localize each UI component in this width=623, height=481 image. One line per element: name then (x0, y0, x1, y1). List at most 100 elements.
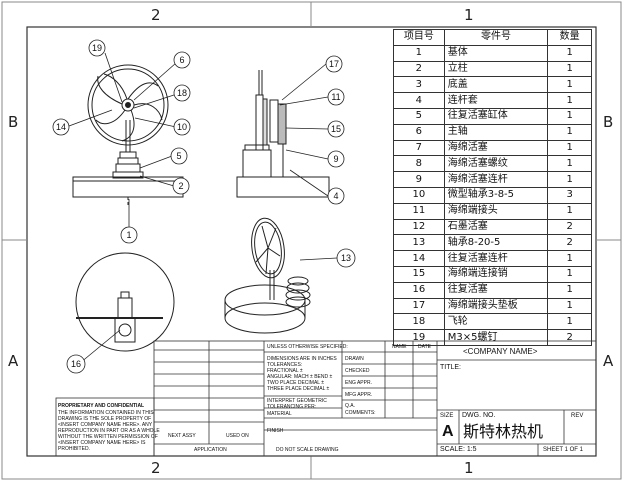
bom-item-no: 18 (393, 313, 445, 331)
balloon-19: 19 (92, 43, 102, 53)
bom-part-name: 底盖 (443, 76, 549, 94)
bom-part-name: 海绵端连接销 (443, 265, 549, 283)
bottom-view (75, 252, 175, 352)
bom-qty: 1 (547, 76, 592, 94)
bom-part-name: 飞轮 (443, 313, 549, 331)
checked-label: CHECKED (345, 368, 370, 374)
size-label: SIZE (440, 413, 454, 419)
bom-part-name: 往复活塞 (443, 281, 549, 299)
bom-qty: 1 (547, 123, 592, 141)
proprietary-line: PROHIBITED. (58, 446, 90, 452)
proprietary-line: DRAWING IS THE SOLE PROPERTY OF (58, 416, 152, 422)
sheet-number: SHEET 1 OF 1 (543, 447, 583, 453)
interpret-geometric: INTERPRET GEOMETRIC (267, 398, 327, 404)
bom-part-name: 立柱 (443, 60, 549, 78)
bom-item-no: 13 (393, 234, 445, 252)
bom-item-no: 5 (393, 107, 445, 125)
bom-item-no: 14 (393, 250, 445, 267)
bom-item-no: 16 (393, 281, 445, 299)
leader-lines (68, 52, 338, 364)
balloon-10: 10 (177, 122, 187, 132)
bom-part-name: 基体 (443, 44, 549, 62)
proprietary-title: PROPRIETARY AND CONFIDENTIAL (58, 403, 145, 409)
bom-part-name: 海绵端接头 (443, 202, 549, 220)
bom-part-name: M3×5螺钉 (443, 329, 549, 346)
balloon-labels: 19 6 18 10 14 5 2 1 17 11 15 9 4 13 16 (56, 43, 351, 369)
title-label: TITLE: (440, 364, 462, 371)
bom-header-qty: 数量 (547, 29, 592, 46)
bom-item-no: 8 (393, 155, 445, 173)
bom-part-name: 海绵活塞螺纹 (443, 155, 549, 173)
bom-qty: 1 (547, 202, 592, 220)
balloon-4: 4 (333, 191, 338, 201)
zone-right-lower: A (603, 352, 614, 370)
do-not-scale-label: DO NOT SCALE DRAWING (276, 447, 339, 453)
finish-label: FINISH (267, 428, 284, 434)
date-label: DATE (418, 344, 431, 350)
bom-item-no: 6 (393, 123, 445, 141)
bom-part-name: 微型轴承3-8-5 (443, 186, 549, 204)
bom-item-no: 15 (393, 265, 445, 283)
fractional-tolerance: FRACTIONAL ± (267, 368, 303, 374)
bom-part-name: 主轴 (443, 123, 549, 141)
bom-qty: 3 (547, 186, 592, 204)
bom-qty: 2 (547, 234, 592, 252)
bom-qty: 1 (547, 171, 592, 188)
sheet-size: A (442, 423, 454, 440)
balloon-15: 15 (331, 124, 341, 134)
dimensions-note: DIMENSIONS ARE IN INCHES (267, 356, 337, 362)
bom-item-no: 19 (393, 329, 445, 346)
balloons (52, 39, 356, 374)
comments-label: COMMENTS: (345, 410, 376, 416)
balloon-17: 17 (329, 59, 339, 69)
proprietary-line: REPRODUCTION IN PART OR AS A WHOLE (58, 428, 160, 434)
balloon-5: 5 (176, 151, 181, 161)
bom-item-no: 1 (393, 44, 445, 62)
bom-part-name: 海绵活塞 (443, 139, 549, 157)
balloon-11: 11 (331, 92, 340, 102)
bom-qty: 2 (547, 329, 592, 346)
zone-bottom-left: 2 (151, 459, 161, 477)
bom-qty: 1 (547, 313, 592, 331)
proprietary-line: WITHOUT THE WRITTEN PERMISSION OF (58, 434, 158, 440)
front-view (72, 64, 184, 206)
zone-top-right: 1 (464, 6, 474, 24)
balloon-1: 1 (126, 230, 131, 240)
balloon-16: 16 (71, 359, 81, 369)
bom-part-name: 海绵端接头垫板 (443, 297, 549, 315)
qa-label: Q.A. (345, 403, 356, 409)
proprietary-line: <INSERT COMPANY NAME HERE>. ANY (58, 422, 153, 428)
bom-qty: 2 (547, 218, 592, 236)
bom-header-item-no: 项目号 (393, 29, 445, 46)
bom-item-no: 10 (393, 186, 445, 204)
three-place-tolerance: THREE PLACE DECIMAL ± (267, 386, 330, 392)
dwg-no-label: DWG. NO. (462, 412, 496, 419)
bom-item-no: 9 (393, 171, 445, 188)
bom-item-no: 7 (393, 139, 445, 157)
company-name: <COMPANY NAME> (463, 347, 538, 356)
balloon-6: 6 (179, 55, 184, 65)
zone-bottom-right: 1 (464, 459, 474, 477)
eng-appr-label: ENG APPR. (345, 380, 372, 386)
application-label: APPLICATION (194, 447, 227, 453)
angular-tolerance: ANGULAR: MACH ± BEND ± (267, 374, 333, 380)
rev-label: REV (571, 413, 584, 419)
zone-right-upper: B (603, 113, 614, 131)
proprietary-line: THE INFORMATION CONTAINED IN THIS (58, 410, 154, 416)
balloon-13: 13 (341, 253, 351, 263)
bom-qty: 1 (547, 265, 592, 283)
